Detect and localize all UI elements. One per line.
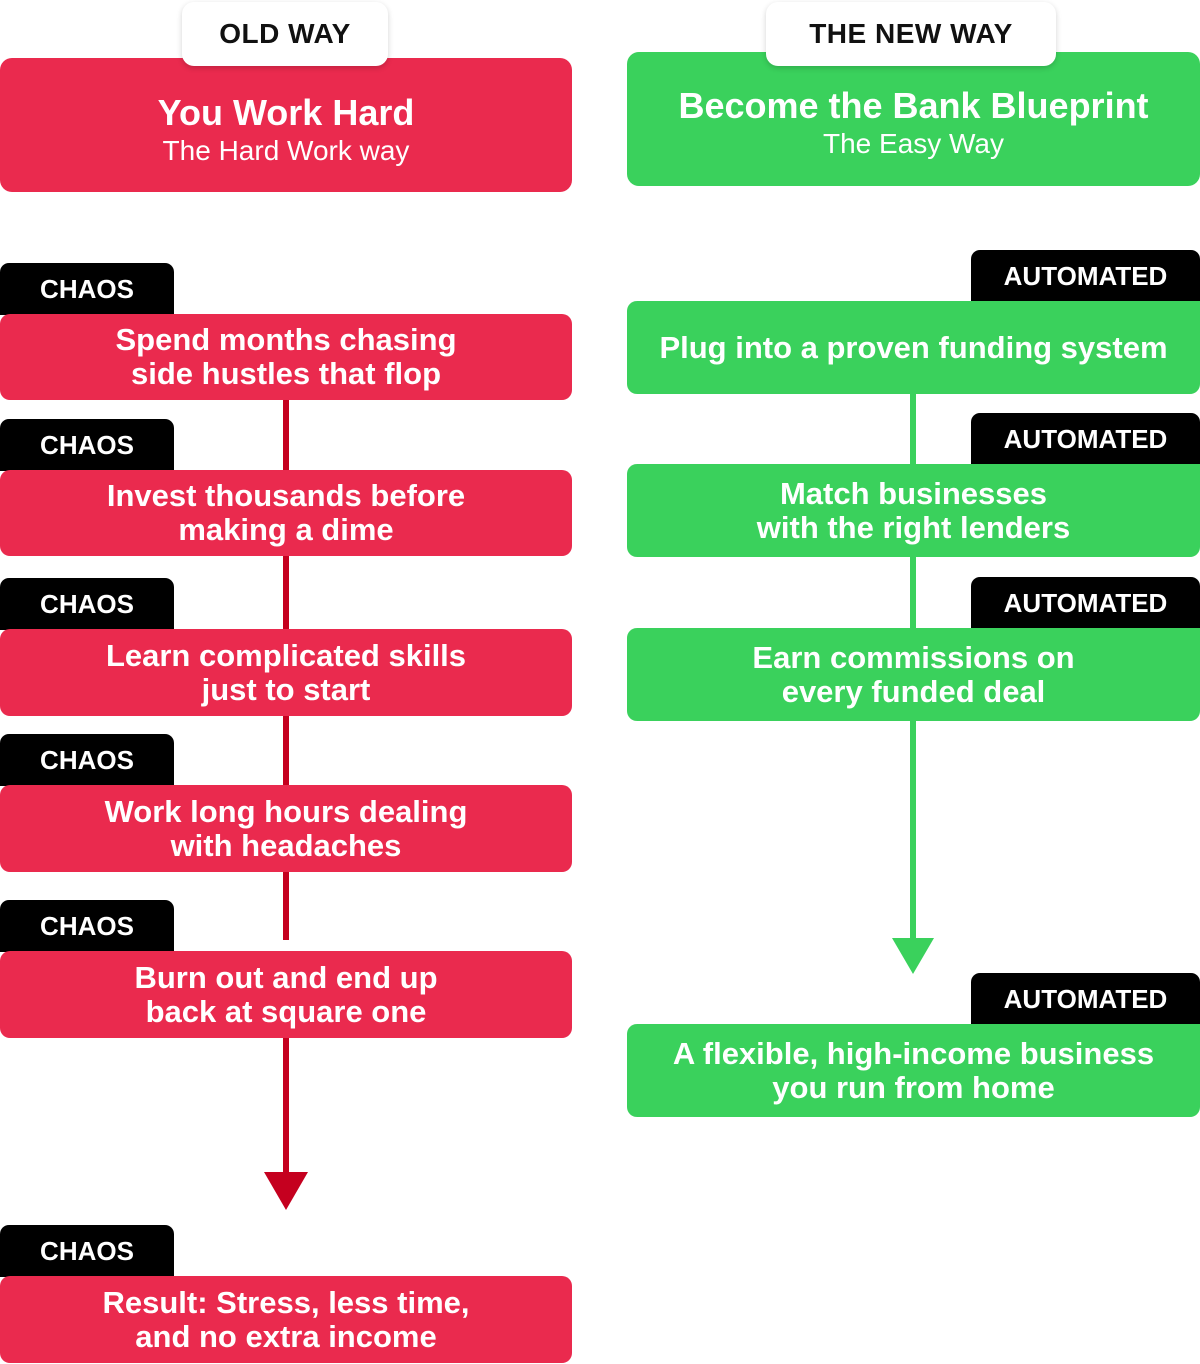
old-step-2-badge: CHAOS <box>0 419 174 471</box>
old-step-1-badge: CHAOS <box>0 263 174 315</box>
old-connector-4 <box>283 870 289 940</box>
old-result-badge: CHAOS <box>0 1225 174 1277</box>
old-step-2-line2: making a dime <box>178 512 394 547</box>
old-result-line2: and no extra income <box>135 1318 437 1354</box>
old-step-3-badge: CHAOS <box>0 578 174 630</box>
new-result-line2: you run from home <box>772 1069 1055 1105</box>
new-arrow-shaft <box>910 720 916 942</box>
new-result-badge: AUTOMATED <box>971 973 1200 1025</box>
old-step-1-line1: Spend months chasing <box>115 322 457 357</box>
old-step-5-line1: Burn out and end up <box>134 959 438 995</box>
new-step-3-line2: every funded deal <box>781 673 1046 709</box>
new-way-header: Become the Bank Blueprint The Easy Way <box>627 52 1200 186</box>
new-step-3-line1: Earn commissions on <box>752 639 1075 675</box>
old-connector-1 <box>283 398 289 470</box>
old-step-4-badge: CHAOS <box>0 734 174 786</box>
old-connector-2 <box>283 554 289 630</box>
old-way-subtitle: The Hard Work way <box>162 135 410 166</box>
new-way-subtitle: The Easy Way <box>822 128 1004 159</box>
new-connector-1 <box>910 392 916 466</box>
new-step-2-line2: with the right lenders <box>756 509 1071 545</box>
old-step-1: Spend months chasing side hustles that f… <box>0 314 572 400</box>
new-result: A flexible, high-income business you run… <box>627 1024 1200 1117</box>
new-step-1-badge: AUTOMATED <box>971 250 1200 302</box>
old-arrow-down-icon <box>264 1172 308 1210</box>
old-arrow-shaft <box>283 1036 289 1176</box>
new-step-2-badge: AUTOMATED <box>971 413 1200 465</box>
old-step-1-line2: side hustles that flop <box>130 356 442 391</box>
old-step-2-line1: Invest thousands before <box>106 478 466 513</box>
new-step-3-badge: AUTOMATED <box>971 577 1200 629</box>
new-connector-2 <box>910 555 916 631</box>
new-way-tab: THE NEW WAY <box>766 2 1056 66</box>
old-connector-3 <box>283 714 289 786</box>
old-step-5-line2: back at square one <box>145 993 427 1029</box>
old-step-5-badge: CHAOS <box>0 900 174 952</box>
old-step-4-line2: with headaches <box>170 827 402 863</box>
new-step-2: Match businesses with the right lenders <box>627 464 1200 557</box>
old-step-2: Invest thousands before making a dime <box>0 470 572 556</box>
old-step-3-line2: just to start <box>201 671 371 707</box>
new-step-1: Plug into a proven funding system <box>627 301 1200 394</box>
old-result: Result: Stress, less time, and no extra … <box>0 1276 572 1363</box>
new-result-line1: A flexible, high-income business <box>672 1035 1155 1071</box>
old-step-3: Learn complicated skills just to start <box>0 629 572 716</box>
old-way-tab: OLD WAY <box>182 2 388 66</box>
old-step-4: Work long hours dealing with headaches <box>0 785 572 872</box>
new-step-1-line1: Plug into a proven funding system <box>659 329 1168 365</box>
old-result-line1: Result: Stress, less time, <box>102 1284 470 1320</box>
old-step-4-line1: Work long hours dealing <box>104 793 468 829</box>
new-step-2-line1: Match businesses <box>779 475 1048 511</box>
new-step-3: Earn commissions on every funded deal <box>627 628 1200 721</box>
new-way-title: Become the Bank Blueprint <box>678 85 1149 126</box>
old-way-header: You Work Hard The Hard Work way <box>0 58 572 192</box>
new-arrow-down-icon <box>892 938 934 974</box>
old-step-3-line1: Learn complicated skills <box>105 637 467 673</box>
old-step-5: Burn out and end up back at square one <box>0 951 572 1038</box>
old-way-title: You Work Hard <box>157 92 415 133</box>
